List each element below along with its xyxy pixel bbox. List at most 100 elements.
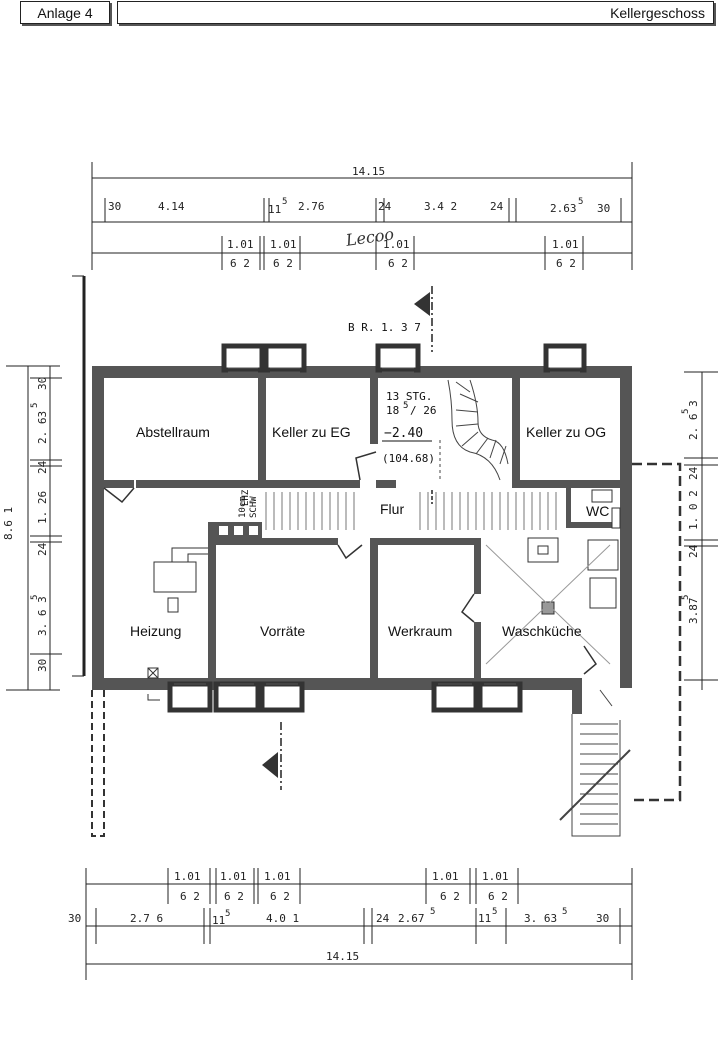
- room-keller-eg: Keller zu EG: [272, 424, 351, 440]
- dashed-outline-left: [91, 690, 105, 837]
- top-dim-11: 11: [268, 203, 281, 216]
- bot-dim-267-sup: 5: [430, 907, 435, 917]
- bot-win1-h: 6 2: [180, 890, 200, 903]
- room-vorraete: Vorräte: [260, 623, 305, 639]
- room-heizung: Heizung: [130, 623, 181, 639]
- light-well-glazing-top: [228, 367, 580, 373]
- right-dim-387: 3.87: [687, 598, 700, 625]
- left-dim-263-sup: 5: [30, 403, 40, 408]
- bot-dim-11-sup: 5: [225, 909, 230, 919]
- left-dim-363: 3. 6 3: [36, 596, 49, 636]
- section-label: B R. 1. 3 7: [348, 321, 421, 334]
- right-dim-387-sup: 5: [681, 595, 691, 600]
- floor-title-box: Kellergeschoss: [117, 1, 714, 24]
- bot-win1-w: 1.01: [174, 870, 201, 883]
- section-marker-top: [414, 286, 433, 352]
- top-dim-414: 4.14: [158, 200, 185, 213]
- top-win1-w: 1.01: [227, 238, 254, 251]
- top-dim-263-sup: 5: [578, 197, 583, 207]
- main-staircase: [439, 379, 509, 481]
- room-abstellraum: Abstellraum: [136, 424, 210, 440]
- bot-dim-276: 2.7 6: [130, 912, 163, 925]
- bot-dim-24: 24: [376, 912, 390, 925]
- left-dim-263: 2. 63: [36, 411, 49, 444]
- floor-title: Kellergeschoss: [610, 4, 705, 21]
- left-dim-30a: 30: [36, 377, 49, 390]
- top-dim-24b: 24: [490, 200, 504, 213]
- chimney-label-b: SCHW: [249, 496, 259, 518]
- right-dim-102: 1. 0 2: [687, 490, 700, 530]
- top-win4-w: 1.01: [552, 238, 579, 251]
- flur-stair-treads: [265, 492, 557, 530]
- top-dim-342: 3.4 2: [424, 200, 457, 213]
- top-dimensions: [91, 162, 633, 270]
- bot-dim-11: 11: [212, 914, 225, 927]
- top-total-dim: 14.15: [352, 165, 385, 178]
- right-dim-263-sup: 5: [681, 409, 691, 414]
- stair-ratio-a: 18: [386, 404, 399, 417]
- left-dimensions: [6, 275, 86, 691]
- bot-win2-w: 1.01: [220, 870, 247, 883]
- dashed-outline-right: [632, 462, 682, 802]
- stair-ratio-sup: 5: [403, 401, 408, 411]
- bot-win4-w: 1.01: [432, 870, 459, 883]
- floor-drain: [147, 667, 160, 701]
- bot-dim-11b-sup: 5: [492, 907, 497, 917]
- left-dim-126: 1. 26: [36, 491, 49, 524]
- bot-dim-363: 3. 63: [524, 912, 557, 925]
- chimney: [208, 522, 262, 538]
- wc-fixtures: [591, 489, 621, 529]
- bot-win4-h: 6 2: [440, 890, 460, 903]
- exterior-stair: [559, 689, 631, 837]
- top-win3-h: 6 2: [388, 257, 408, 270]
- top-dim-30b: 30: [597, 202, 610, 215]
- chimney-label-a: 10cm: [238, 496, 248, 518]
- bot-dim-401: 4.0 1: [266, 912, 299, 925]
- top-dim-30a: 30: [108, 200, 121, 213]
- bot-dim-363-sup: 5: [562, 907, 567, 917]
- bot-win2-h: 6 2: [224, 890, 244, 903]
- top-dim-11-sup: 5: [282, 197, 287, 207]
- sheet-label-box: Anlage 4: [20, 1, 110, 24]
- left-dim-24a: 24: [36, 460, 49, 474]
- right-dim-263: 2. 6 3: [687, 400, 700, 440]
- bot-dim-267: 2.67: [398, 912, 425, 925]
- right-dim-24a: 24: [687, 466, 700, 480]
- stair-ratio-b: / 26: [410, 404, 437, 417]
- bottom-window-dims: 1.01 6 2 1.01 6 2 1.01 6 2 1.01 6 2 1.01…: [174, 870, 509, 903]
- heating-boiler: [153, 547, 208, 613]
- top-dim-276: 2.76: [298, 200, 325, 213]
- bot-win5-h: 6 2: [488, 890, 508, 903]
- top-dim-24a: 24: [378, 200, 392, 213]
- left-total-dim: 8.6 1: [2, 507, 15, 540]
- bot-win3-w: 1.01: [264, 870, 291, 883]
- stair-level: −2.40: [384, 426, 423, 441]
- bot-dim-30b: 30: [596, 912, 609, 925]
- top-win3-w: 1.01: [383, 238, 410, 251]
- left-dim-24b: 24: [36, 542, 49, 556]
- room-werkraum: Werkraum: [388, 623, 452, 639]
- top-win4-h: 6 2: [556, 257, 576, 270]
- top-window-dims: 1.01 6 2 1.01 6 2 1.01 6 2 1.01 6 2: [227, 238, 579, 270]
- top-win2-w: 1.01: [270, 238, 297, 251]
- room-wc: WC: [586, 503, 609, 519]
- top-win2-h: 6 2: [273, 257, 293, 270]
- bot-total-dim: 14.15: [326, 950, 359, 963]
- stair-abs-level: (104.68): [382, 452, 435, 465]
- right-dim-24b: 24: [687, 544, 700, 558]
- bot-dim-11b: 11: [478, 912, 491, 925]
- bot-win5-w: 1.01: [482, 870, 509, 883]
- section-marker-bottom: [262, 722, 282, 790]
- stair-steps: 13 STG.: [386, 390, 432, 403]
- left-dim-363-sup: 5: [30, 595, 40, 600]
- room-waschkueche: Waschküche: [502, 623, 582, 639]
- right-dimensions: [684, 371, 718, 690]
- light-wells-top: [221, 343, 587, 373]
- bot-dim-30a: 30: [68, 912, 81, 925]
- left-dim-30b: 30: [36, 659, 49, 672]
- bot-win3-h: 6 2: [270, 890, 290, 903]
- doors: [103, 451, 597, 675]
- top-win1-h: 6 2: [230, 257, 250, 270]
- laundry-fixtures: [485, 537, 619, 665]
